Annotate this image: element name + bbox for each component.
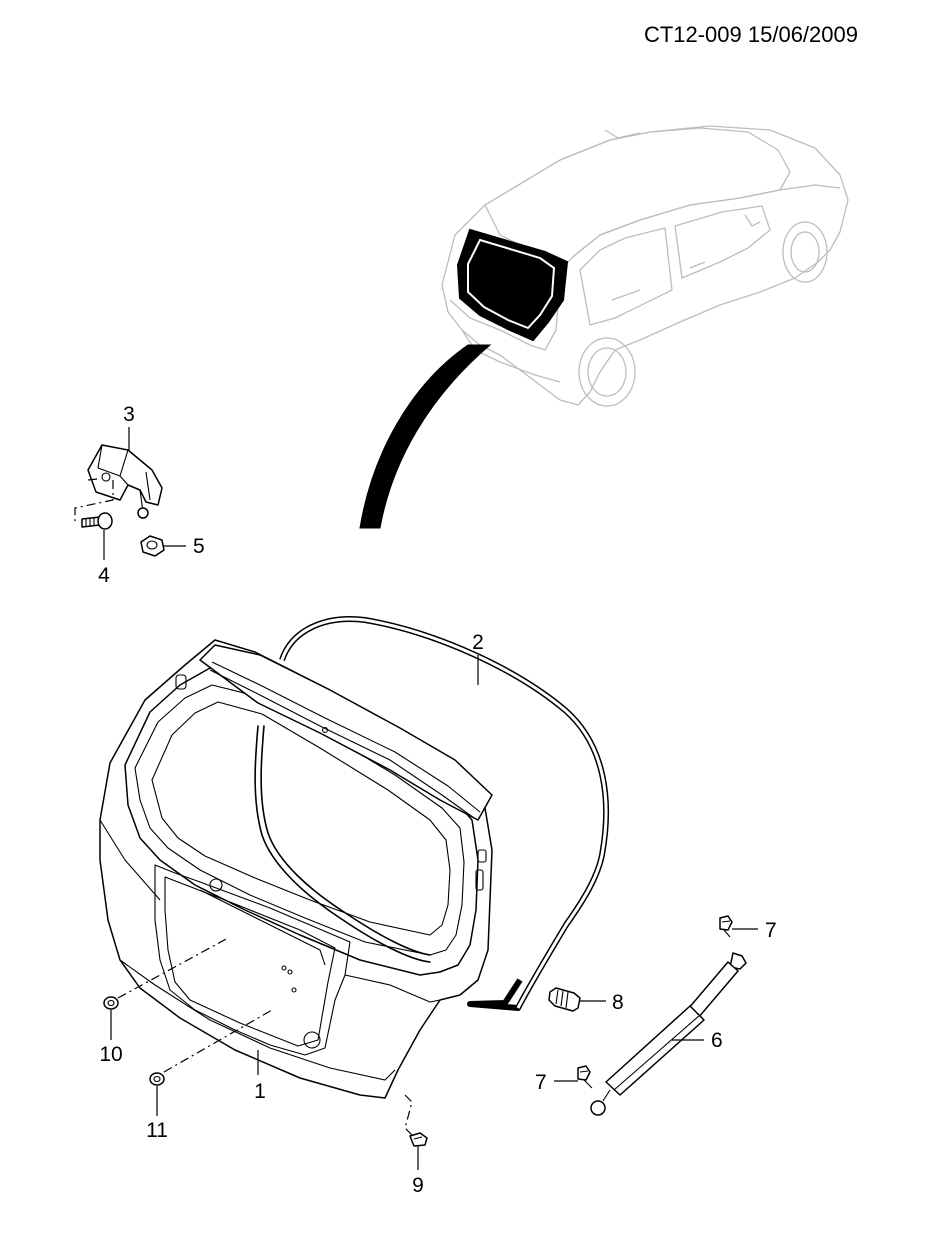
callout-6: 6 [711,1029,723,1052]
bumper-stop-9 [404,1094,428,1147]
hinge-nut [140,535,165,557]
callout-11: 11 [146,1119,168,1142]
tailgate-panel [99,639,493,1099]
callout-4: 4 [98,564,110,587]
callout-7-upper: 7 [765,919,777,942]
callout-2: 2 [472,631,484,654]
hinge-assembly [74,444,165,557]
rubber-bumper-8 [548,987,581,1012]
callout-3: 3 [123,403,135,426]
callout-7-lower: 7 [535,1071,547,1094]
vehicle-overview [359,125,849,529]
tailgate-weatherstrip [279,616,610,1011]
gas-strut-6 [590,952,747,1116]
callout-8: 8 [612,991,624,1014]
callout-1: 1 [254,1080,266,1103]
ball-stud-7-lower [577,1065,593,1089]
callout-numbers: 3 4 5 2 1 7 8 6 7 10 11 9 [98,403,777,1197]
leader-lines [103,427,758,1170]
tailgate-spoiler [199,644,493,821]
clip-11 [149,1009,273,1086]
diagram-code: CT12-009 15/06/2009 [643,22,858,47]
callout-10: 10 [99,1043,122,1066]
callout-9: 9 [412,1174,424,1197]
callout-5: 5 [193,535,205,558]
detail-pointer-arrow [359,344,492,529]
ball-stud-7-upper [719,915,733,938]
clip-10 [103,937,229,1010]
tailgate-hinge [87,444,163,506]
